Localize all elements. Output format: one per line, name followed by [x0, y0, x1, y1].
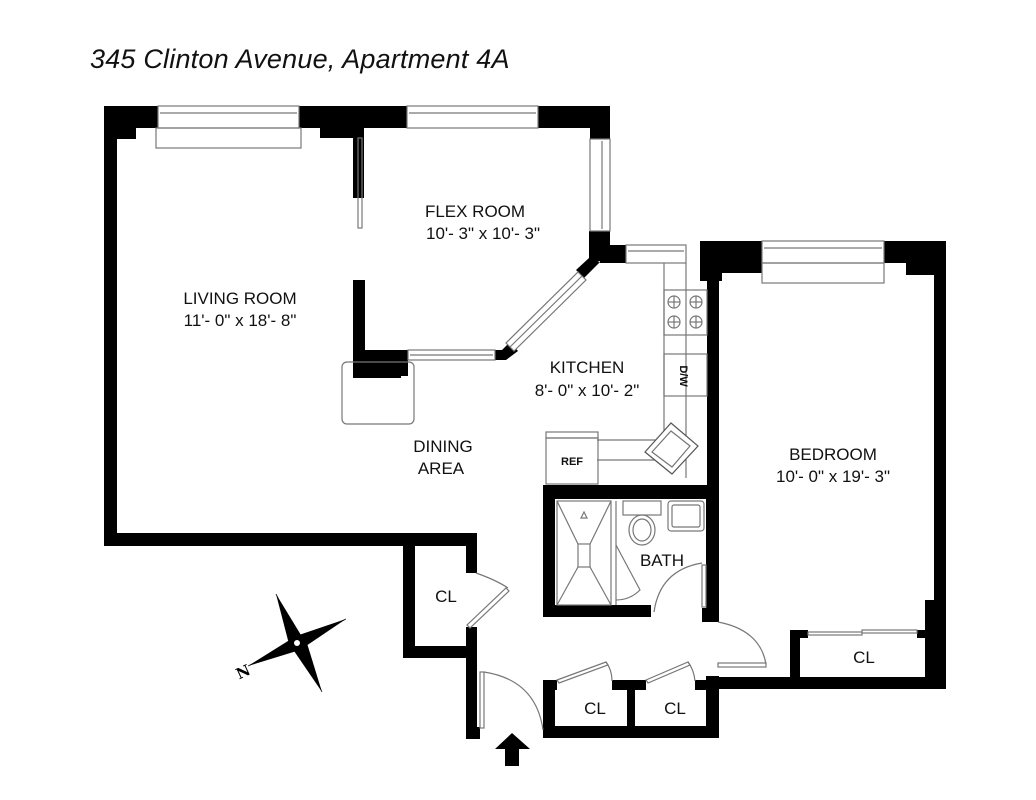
- burner-icon: [689, 315, 703, 329]
- floor-plan-title: 345 Clinton Avenue, Apartment 4A: [90, 44, 510, 74]
- entry-arrow-icon: [495, 733, 530, 766]
- burner-icon: [667, 315, 681, 329]
- bath-fixtures: [556, 500, 705, 606]
- living-room-label: LIVING ROOM: [183, 289, 296, 308]
- bedroom-closet-label: CL: [853, 648, 875, 667]
- stove: [667, 295, 703, 329]
- kitchen-dimensions: 8'- 0" x 10'- 2": [535, 381, 640, 400]
- compass-rose-icon: N: [233, 593, 347, 693]
- bedroom-dimensions: 10'- 0" x 19'- 3": [776, 467, 890, 486]
- flex-room-dimensions: 10'- 3" x 10'- 3": [426, 224, 540, 243]
- refrigerator-label: REF: [561, 456, 583, 468]
- refrigerator: [545, 431, 599, 485]
- bedroom-label: BEDROOM: [789, 445, 877, 464]
- doors: [466, 562, 918, 731]
- kitchen-label: KITCHEN: [550, 358, 625, 377]
- walls: [104, 106, 946, 739]
- compass-north-label: N: [233, 661, 253, 683]
- dishwasher-label: D/W: [677, 365, 689, 387]
- windows: [155, 105, 885, 361]
- hall-closet-1-label: CL: [584, 699, 606, 718]
- living-room-radiator-box: [341, 361, 415, 425]
- kitchen-sink: [644, 422, 699, 475]
- dining-area-label-line1: DINING: [413, 437, 473, 456]
- living-room-dimensions: 11'- 0" x 18'- 8": [184, 311, 297, 330]
- burner-icon: [667, 295, 681, 309]
- dining-area-label-line2: AREA: [418, 459, 465, 478]
- dishwasher: [663, 353, 708, 397]
- hall-closet-2-label: CL: [664, 699, 686, 718]
- entry-closet-label: CL: [435, 587, 457, 606]
- bath-label: BATH: [640, 551, 684, 570]
- flex-room-label: FLEX ROOM: [425, 202, 525, 221]
- burner-icon: [689, 295, 703, 309]
